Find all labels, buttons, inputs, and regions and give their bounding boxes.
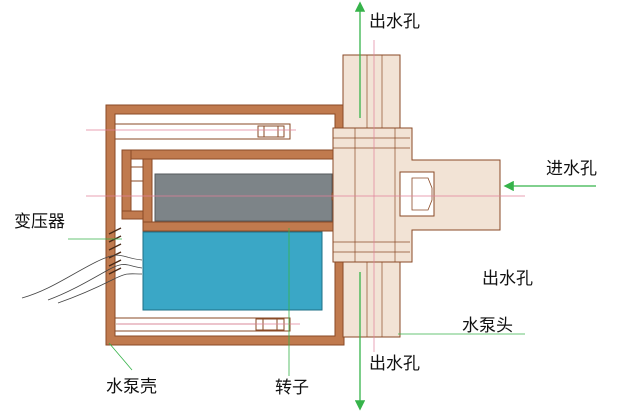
coil <box>142 231 323 311</box>
bottom-slot <box>114 317 291 332</box>
guide-lines <box>86 40 525 352</box>
lead-wires <box>21 254 143 304</box>
rotor <box>154 173 333 222</box>
label-outlet-right: 出水孔 <box>482 269 533 289</box>
label-pump-head: 水泵头 <box>462 316 513 336</box>
leader-lines <box>68 228 525 376</box>
label-inlet: 进水孔 <box>546 159 597 179</box>
top-slot <box>114 123 291 140</box>
flow-arrows <box>354 1 596 411</box>
label-transformer: 变压器 <box>14 212 65 232</box>
label-rotor: 转子 <box>275 378 309 398</box>
label-pump-shell: 水泵壳 <box>106 377 157 397</box>
label-outlet-bottom: 出水孔 <box>369 354 420 374</box>
label-outlet-top: 出水孔 <box>369 12 420 32</box>
